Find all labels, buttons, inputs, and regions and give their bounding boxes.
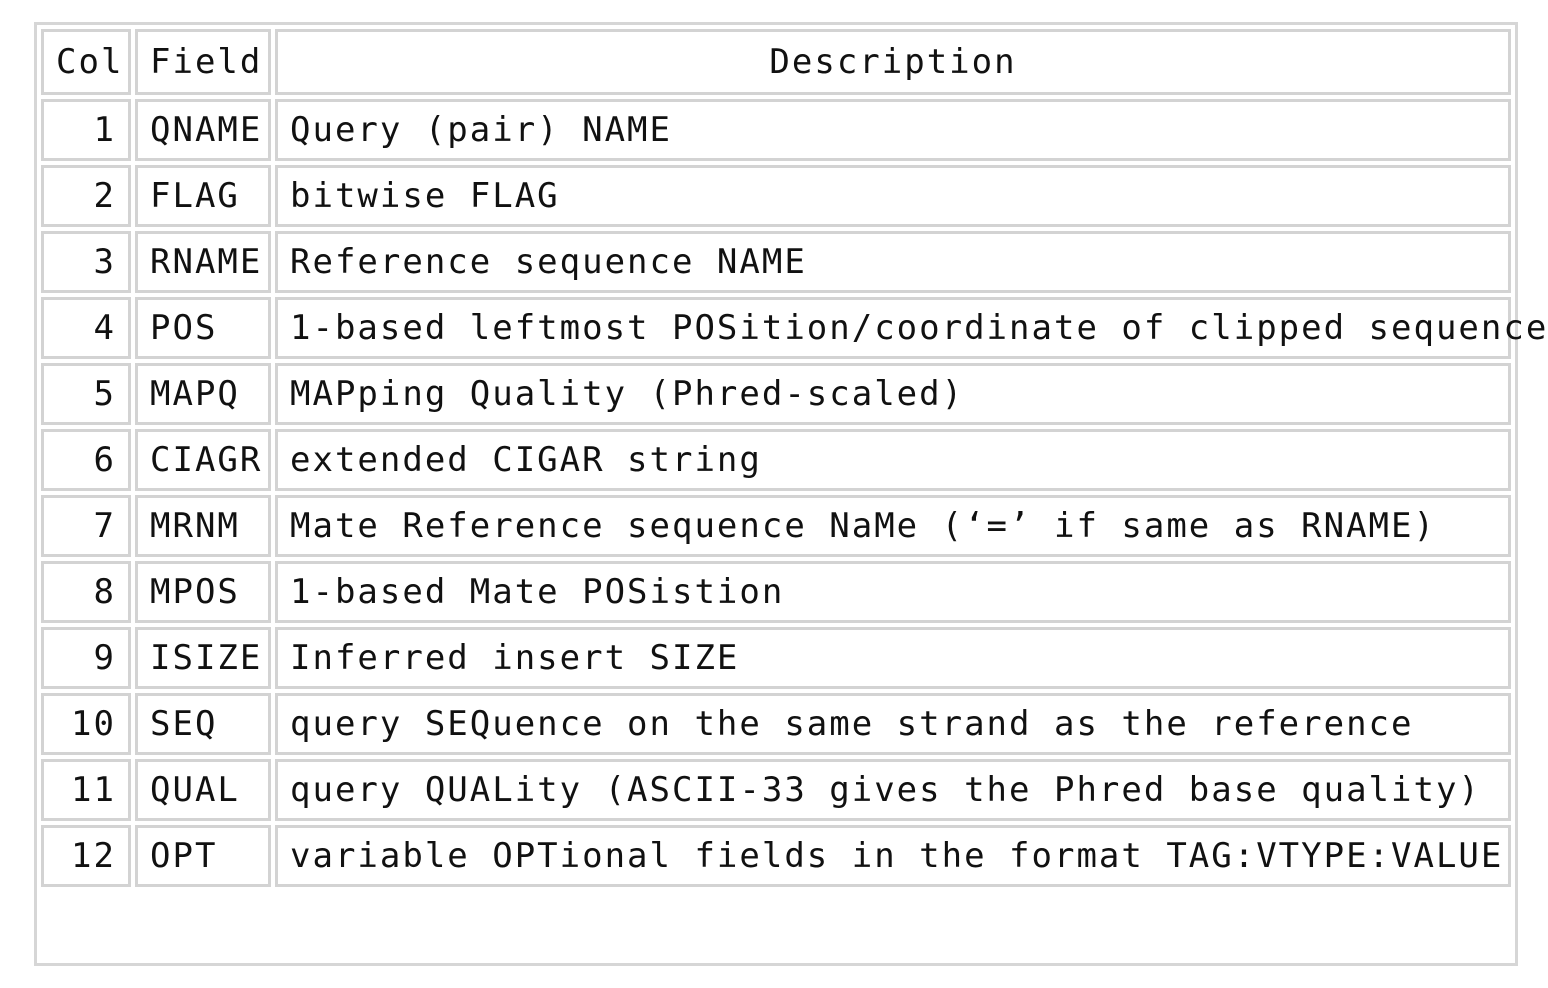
table-row: 10 SEQ query SEQuence on the same strand… — [41, 693, 1511, 755]
cell-field: CIAGR — [135, 429, 271, 491]
sam-fields-table-container: Col Field Description 1 QNAME Query (pai… — [34, 22, 1546, 966]
cell-field: QNAME — [135, 99, 271, 161]
table-row: 4 POS 1-based leftmost POSition/coordina… — [41, 297, 1546, 359]
header-field: Field — [135, 29, 271, 95]
cell-col: 8 — [41, 561, 131, 623]
cell-col: 2 — [41, 165, 131, 227]
table-row: 6 CIAGR extended CIGAR string — [41, 429, 1511, 491]
cell-description: Mate Reference sequence NaMe (‘=’ if sam… — [275, 495, 1511, 557]
cell-field: MPOS — [135, 561, 271, 623]
cell-col: 11 — [41, 759, 131, 821]
cell-field: FLAG — [135, 165, 271, 227]
cell-col: 7 — [41, 495, 131, 557]
cell-description: Inferred insert SIZE — [275, 627, 1511, 689]
table-row: 1 QNAME Query (pair) NAME — [41, 99, 1511, 161]
sam-fields-table: Col Field Description 1 QNAME Query (pai… — [37, 25, 1546, 891]
cell-col: 10 — [41, 693, 131, 755]
cell-field: OPT — [135, 825, 271, 887]
table-row: 12 OPT variable OPTional fields in the f… — [41, 825, 1511, 887]
cell-description: extended CIGAR string — [275, 429, 1511, 491]
cell-field: RNAME — [135, 231, 271, 293]
cell-col: 12 — [41, 825, 131, 887]
cell-col: 9 — [41, 627, 131, 689]
cell-col: 3 — [41, 231, 131, 293]
table-row: 3 RNAME Reference sequence NAME — [41, 231, 1511, 293]
cell-field: SEQ — [135, 693, 271, 755]
table-row: 5 MAPQ MAPping Quality (Phred-scaled) — [41, 363, 1511, 425]
cell-description: 1-based Mate POSistion — [275, 561, 1511, 623]
table-row: 7 MRNM Mate Reference sequence NaMe (‘=’… — [41, 495, 1511, 557]
table-body: 1 QNAME Query (pair) NAME 2 FLAG bitwise… — [41, 99, 1546, 887]
cell-description: bitwise FLAG — [275, 165, 1511, 227]
table-row: 11 QUAL query QUALity (ASCII-33 gives th… — [41, 759, 1511, 821]
cell-field: QUAL — [135, 759, 271, 821]
header-description: Description — [275, 29, 1511, 95]
table-row: 9 ISIZE Inferred insert SIZE — [41, 627, 1511, 689]
cell-col: 4 — [41, 297, 131, 359]
cell-col: 1 — [41, 99, 131, 161]
cell-field: POS — [135, 297, 271, 359]
table-row: 8 MPOS 1-based Mate POSistion — [41, 561, 1511, 623]
cell-field: MAPQ — [135, 363, 271, 425]
table-row: 2 FLAG bitwise FLAG — [41, 165, 1511, 227]
cell-field: MRNM — [135, 495, 271, 557]
cell-field: ISIZE — [135, 627, 271, 689]
cell-description: 1-based leftmost POSition/coordinate of … — [275, 297, 1546, 359]
header-row: Col Field Description — [41, 29, 1511, 95]
cell-description: Reference sequence NAME — [275, 231, 1511, 293]
cell-col: 5 — [41, 363, 131, 425]
cell-description: variable OPTional fields in the format T… — [275, 825, 1511, 887]
cell-col: 6 — [41, 429, 131, 491]
table-header: Col Field Description — [41, 29, 1511, 95]
cell-description: query SEQuence on the same strand as the… — [275, 693, 1511, 755]
cell-description: query QUALity (ASCII-33 gives the Phred … — [275, 759, 1511, 821]
header-col: Col — [41, 29, 131, 95]
cell-description: MAPping Quality (Phred-scaled) — [275, 363, 1511, 425]
cell-description: Query (pair) NAME — [275, 99, 1511, 161]
